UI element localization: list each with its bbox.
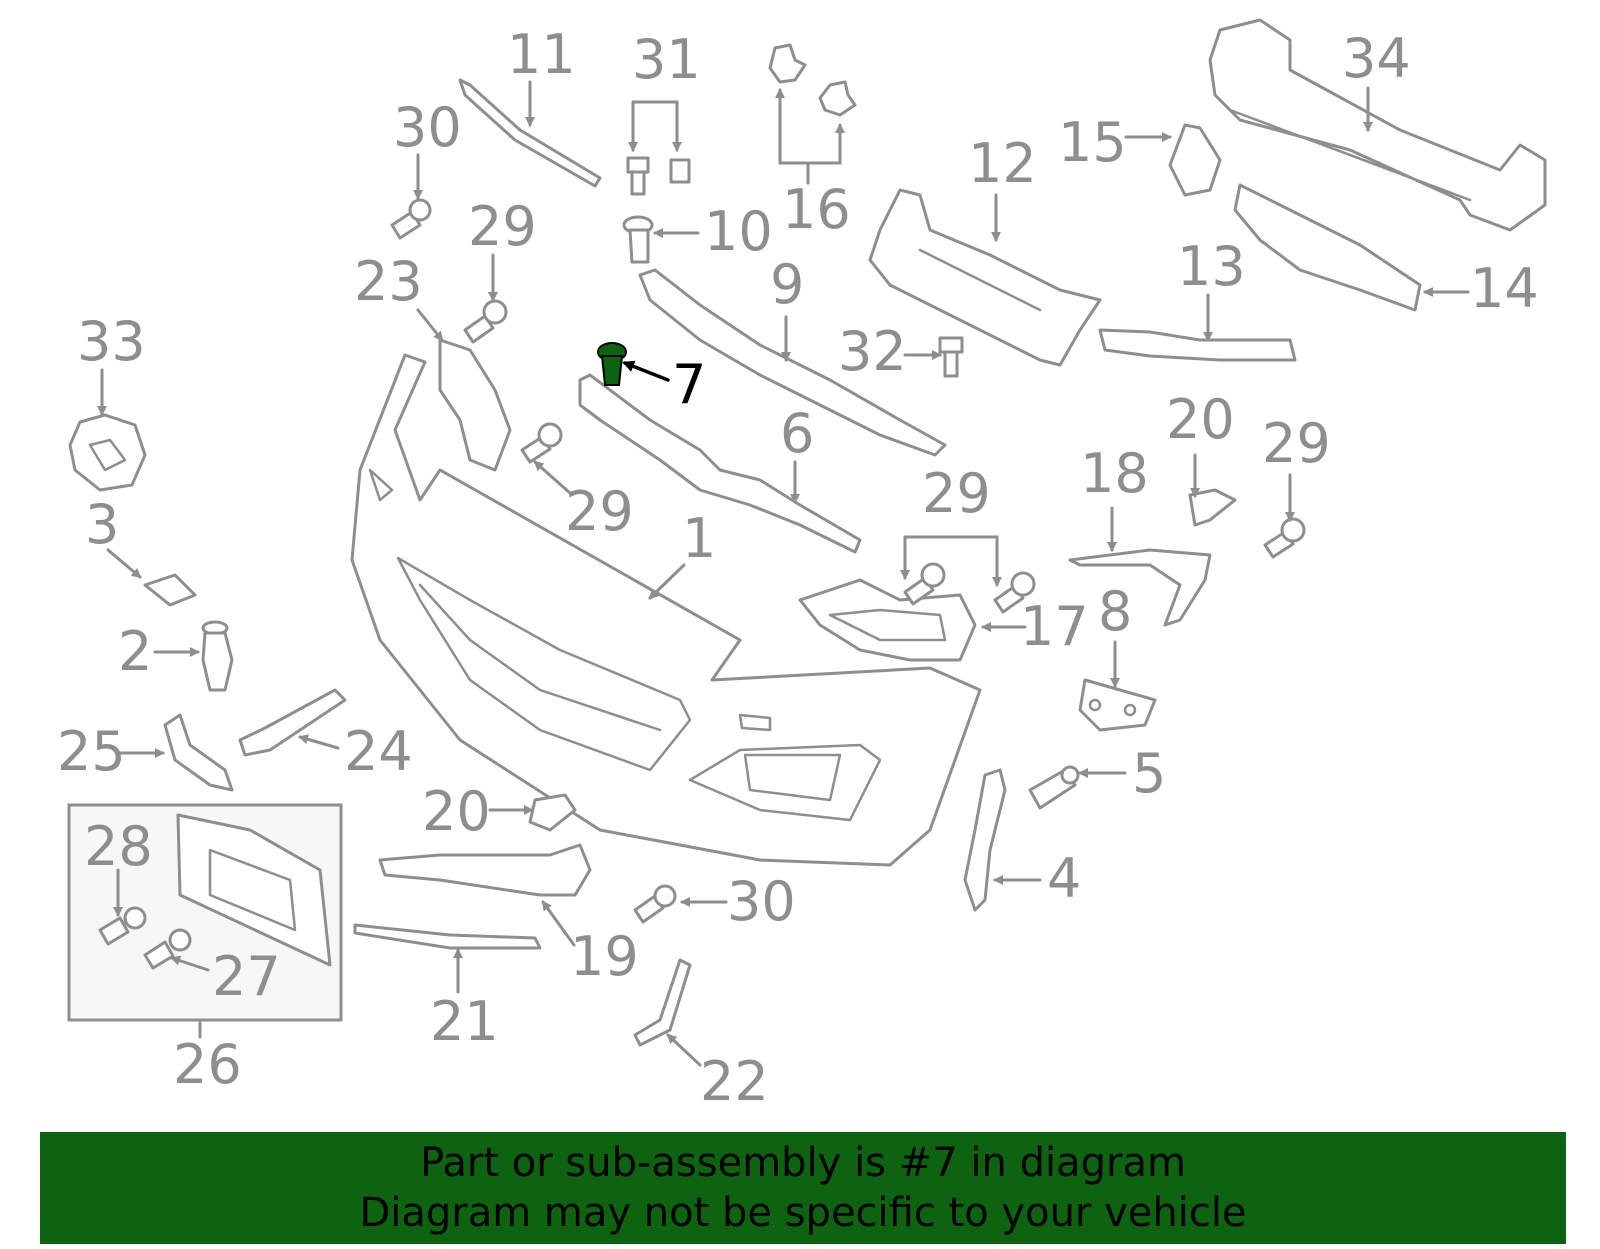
trim-part-18	[1068, 548, 1212, 627]
bolt-part-30-upper	[390, 198, 432, 240]
label-25: 25	[57, 720, 126, 783]
label-26: 26	[173, 1033, 242, 1096]
clip-part-2	[201, 620, 234, 692]
label-22: 22	[700, 1050, 769, 1113]
label-6: 6	[780, 402, 814, 465]
reinforcement-part-9	[638, 268, 947, 457]
label-30-upper: 30	[393, 96, 462, 159]
molding-part-21	[353, 923, 542, 950]
label-16: 16	[782, 178, 851, 241]
emblem-part-33	[68, 413, 147, 492]
bracket-part-23	[438, 338, 512, 472]
label-32: 32	[838, 320, 907, 383]
bolt-part-30-lower	[633, 884, 677, 924]
label-21: 21	[430, 990, 499, 1053]
label-9: 9	[770, 253, 804, 316]
bracket-part-20-right	[1188, 488, 1237, 527]
bracket-part-8	[1078, 678, 1157, 732]
bracket-part-14	[1233, 183, 1422, 312]
bracket-part-22	[633, 958, 692, 1047]
info-banner-background	[40, 1132, 1566, 1244]
label-29-pair: 29	[922, 462, 991, 525]
info-banner: Part or sub-assembly is #7 in diagram Di…	[40, 1132, 1566, 1244]
absorber-part-12	[868, 188, 1102, 367]
banner-line-part-number: Part or sub-assembly is #7 in diagram	[420, 1140, 1186, 1186]
trim-strip-part-11	[458, 78, 602, 188]
clips-part-16	[768, 43, 857, 117]
bracket-part-4	[963, 768, 1007, 912]
label-31: 31	[632, 28, 701, 91]
bolt-part-29-right	[1263, 517, 1306, 559]
label-28: 28	[84, 815, 153, 878]
grille-trim-part-19	[378, 843, 592, 897]
label-4: 4	[1047, 847, 1081, 910]
nut-part-3	[143, 573, 197, 607]
bolt-part-5	[1028, 765, 1080, 810]
leader-lines	[97, 80, 1470, 1067]
label-29-right: 29	[1262, 412, 1331, 475]
label-8: 8	[1098, 580, 1132, 643]
label-27: 27	[212, 945, 281, 1008]
banner-line-disclaimer: Diagram may not be specific to your vehi…	[359, 1190, 1247, 1236]
bracket-part-20-lower	[528, 793, 577, 832]
bumper-cover-part-1	[350, 353, 982, 867]
bracket-part-13	[1098, 328, 1297, 362]
bolt-part-29-upper	[463, 299, 508, 344]
label-5: 5	[1132, 742, 1166, 805]
label-12: 12	[968, 132, 1037, 195]
label-7-highlighted: 7	[672, 353, 706, 416]
label-23: 23	[354, 250, 423, 313]
label-13: 13	[1177, 235, 1246, 298]
reinforcement-part-6	[578, 373, 862, 554]
bolt-part-32	[938, 336, 964, 378]
bolt-part-29-pair	[903, 562, 1036, 614]
label-20-lower: 20	[422, 780, 491, 843]
label-19: 19	[570, 925, 639, 988]
label-24: 24	[344, 720, 413, 783]
label-2: 2	[118, 620, 152, 683]
label-15: 15	[1058, 111, 1127, 174]
label-1: 1	[682, 507, 716, 570]
label-29-upper: 29	[468, 195, 537, 258]
label-34: 34	[1342, 27, 1411, 90]
bracket-part-24	[238, 688, 347, 757]
bracket-part-25	[163, 713, 234, 792]
impact-bar-part-34	[1208, 18, 1547, 232]
label-14: 14	[1470, 257, 1539, 320]
label-33: 33	[77, 310, 146, 373]
label-20-right: 20	[1166, 388, 1235, 451]
fog-bezel-part-17	[798, 578, 977, 662]
callout-labels: 11 31 34 30 15 12 16 10 29 23 9 13 14 33…	[57, 23, 1539, 1113]
label-17: 17	[1020, 595, 1089, 658]
bracket-part-15	[1168, 123, 1222, 197]
bolt-part-29-middle	[520, 422, 563, 464]
clip-part-7-highlighted	[597, 342, 627, 386]
label-11: 11	[507, 23, 576, 86]
label-10: 10	[704, 200, 773, 263]
label-18: 18	[1080, 442, 1149, 505]
label-3: 3	[85, 493, 119, 556]
clip-part-10	[622, 215, 654, 264]
label-30-lower: 30	[727, 870, 796, 933]
label-29-middle: 29	[565, 480, 634, 543]
bolt-part-31	[626, 156, 691, 196]
